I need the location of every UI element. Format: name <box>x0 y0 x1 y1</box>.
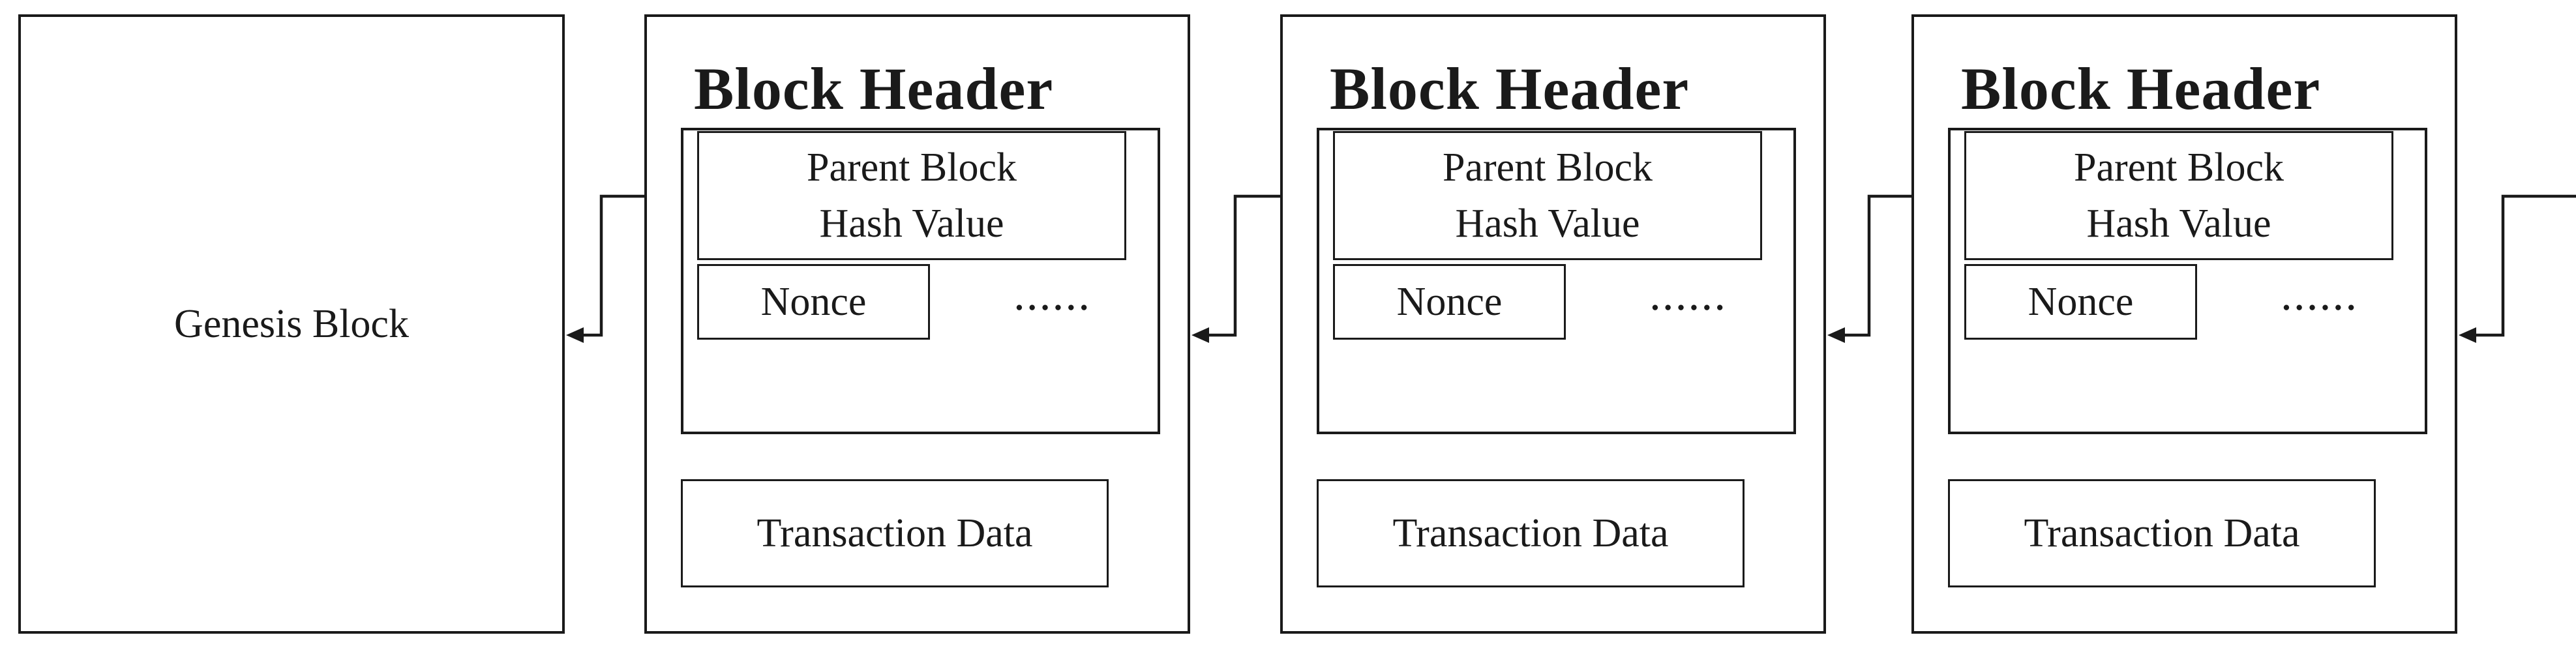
parent-hash-label-line2: Hash Value <box>819 201 1004 246</box>
parent-hash-label-line1: Parent Block <box>807 145 1017 190</box>
parent-hash-label-line2: Hash Value <box>2086 201 2271 246</box>
hash-pointer-arrow-1 <box>566 194 644 343</box>
block-2-header-fields-container: Parent Block Hash Value Nonce •••••• <box>1317 128 1796 434</box>
block-2-transaction-data-box: Transaction Data <box>1317 479 1745 587</box>
parent-hash-label-line2: Hash Value <box>1455 201 1640 246</box>
parent-hash-label-line1: Parent Block <box>2074 145 2284 190</box>
block-3-header-fields-container: Parent Block Hash Value Nonce •••••• <box>1948 128 2427 434</box>
block-2-nonce-box: Nonce <box>1333 264 1566 340</box>
block-2: Block Header Parent Block Hash Value Non… <box>1280 14 1826 634</box>
hash-pointer-arrow-3 <box>1827 194 1911 343</box>
parent-hash-label-line1: Parent Block <box>1443 145 1653 190</box>
block-1-nonce-box: Nonce <box>697 264 930 340</box>
block-1-transaction-data-box: Transaction Data <box>681 479 1109 587</box>
block-1: Block Header Parent Block Hash Value Non… <box>644 14 1190 634</box>
nonce-label: Nonce <box>760 280 867 324</box>
nonce-label: Nonce <box>2028 280 2134 324</box>
genesis-block-label: Genesis Block <box>174 302 409 346</box>
block-1-header-fields-container: Parent Block Hash Value Nonce •••••• <box>681 128 1160 434</box>
hash-pointer-arrow-2 <box>1191 194 1280 343</box>
transaction-data-label: Transaction Data <box>2024 511 2300 555</box>
block-3-transaction-data-box: Transaction Data <box>1948 479 2376 587</box>
block-2-header-title: Block Header <box>1330 55 1690 122</box>
block-3-parent-hash-box: Parent Block Hash Value <box>1964 131 2393 260</box>
block-2-parent-hash-box: Parent Block Hash Value <box>1333 131 1762 260</box>
ellipsis-dots: •••••• <box>1015 296 1094 319</box>
block-1-parent-hash-box: Parent Block Hash Value <box>697 131 1126 260</box>
block-3: Block Header Parent Block Hash Value Non… <box>1911 14 2457 634</box>
genesis-block: Genesis Block <box>18 14 565 634</box>
block-3-nonce-box: Nonce <box>1964 264 2197 340</box>
hash-pointer-arrow-4 <box>2459 194 2576 343</box>
ellipsis-dots: •••••• <box>1651 296 1730 319</box>
ellipsis-dots: •••••• <box>2283 296 2361 319</box>
transaction-data-label: Transaction Data <box>1392 511 1669 555</box>
transaction-data-label: Transaction Data <box>756 511 1033 555</box>
block-3-header-title: Block Header <box>1961 55 2321 122</box>
nonce-label: Nonce <box>1396 280 1503 324</box>
block-1-header-title: Block Header <box>694 55 1054 122</box>
